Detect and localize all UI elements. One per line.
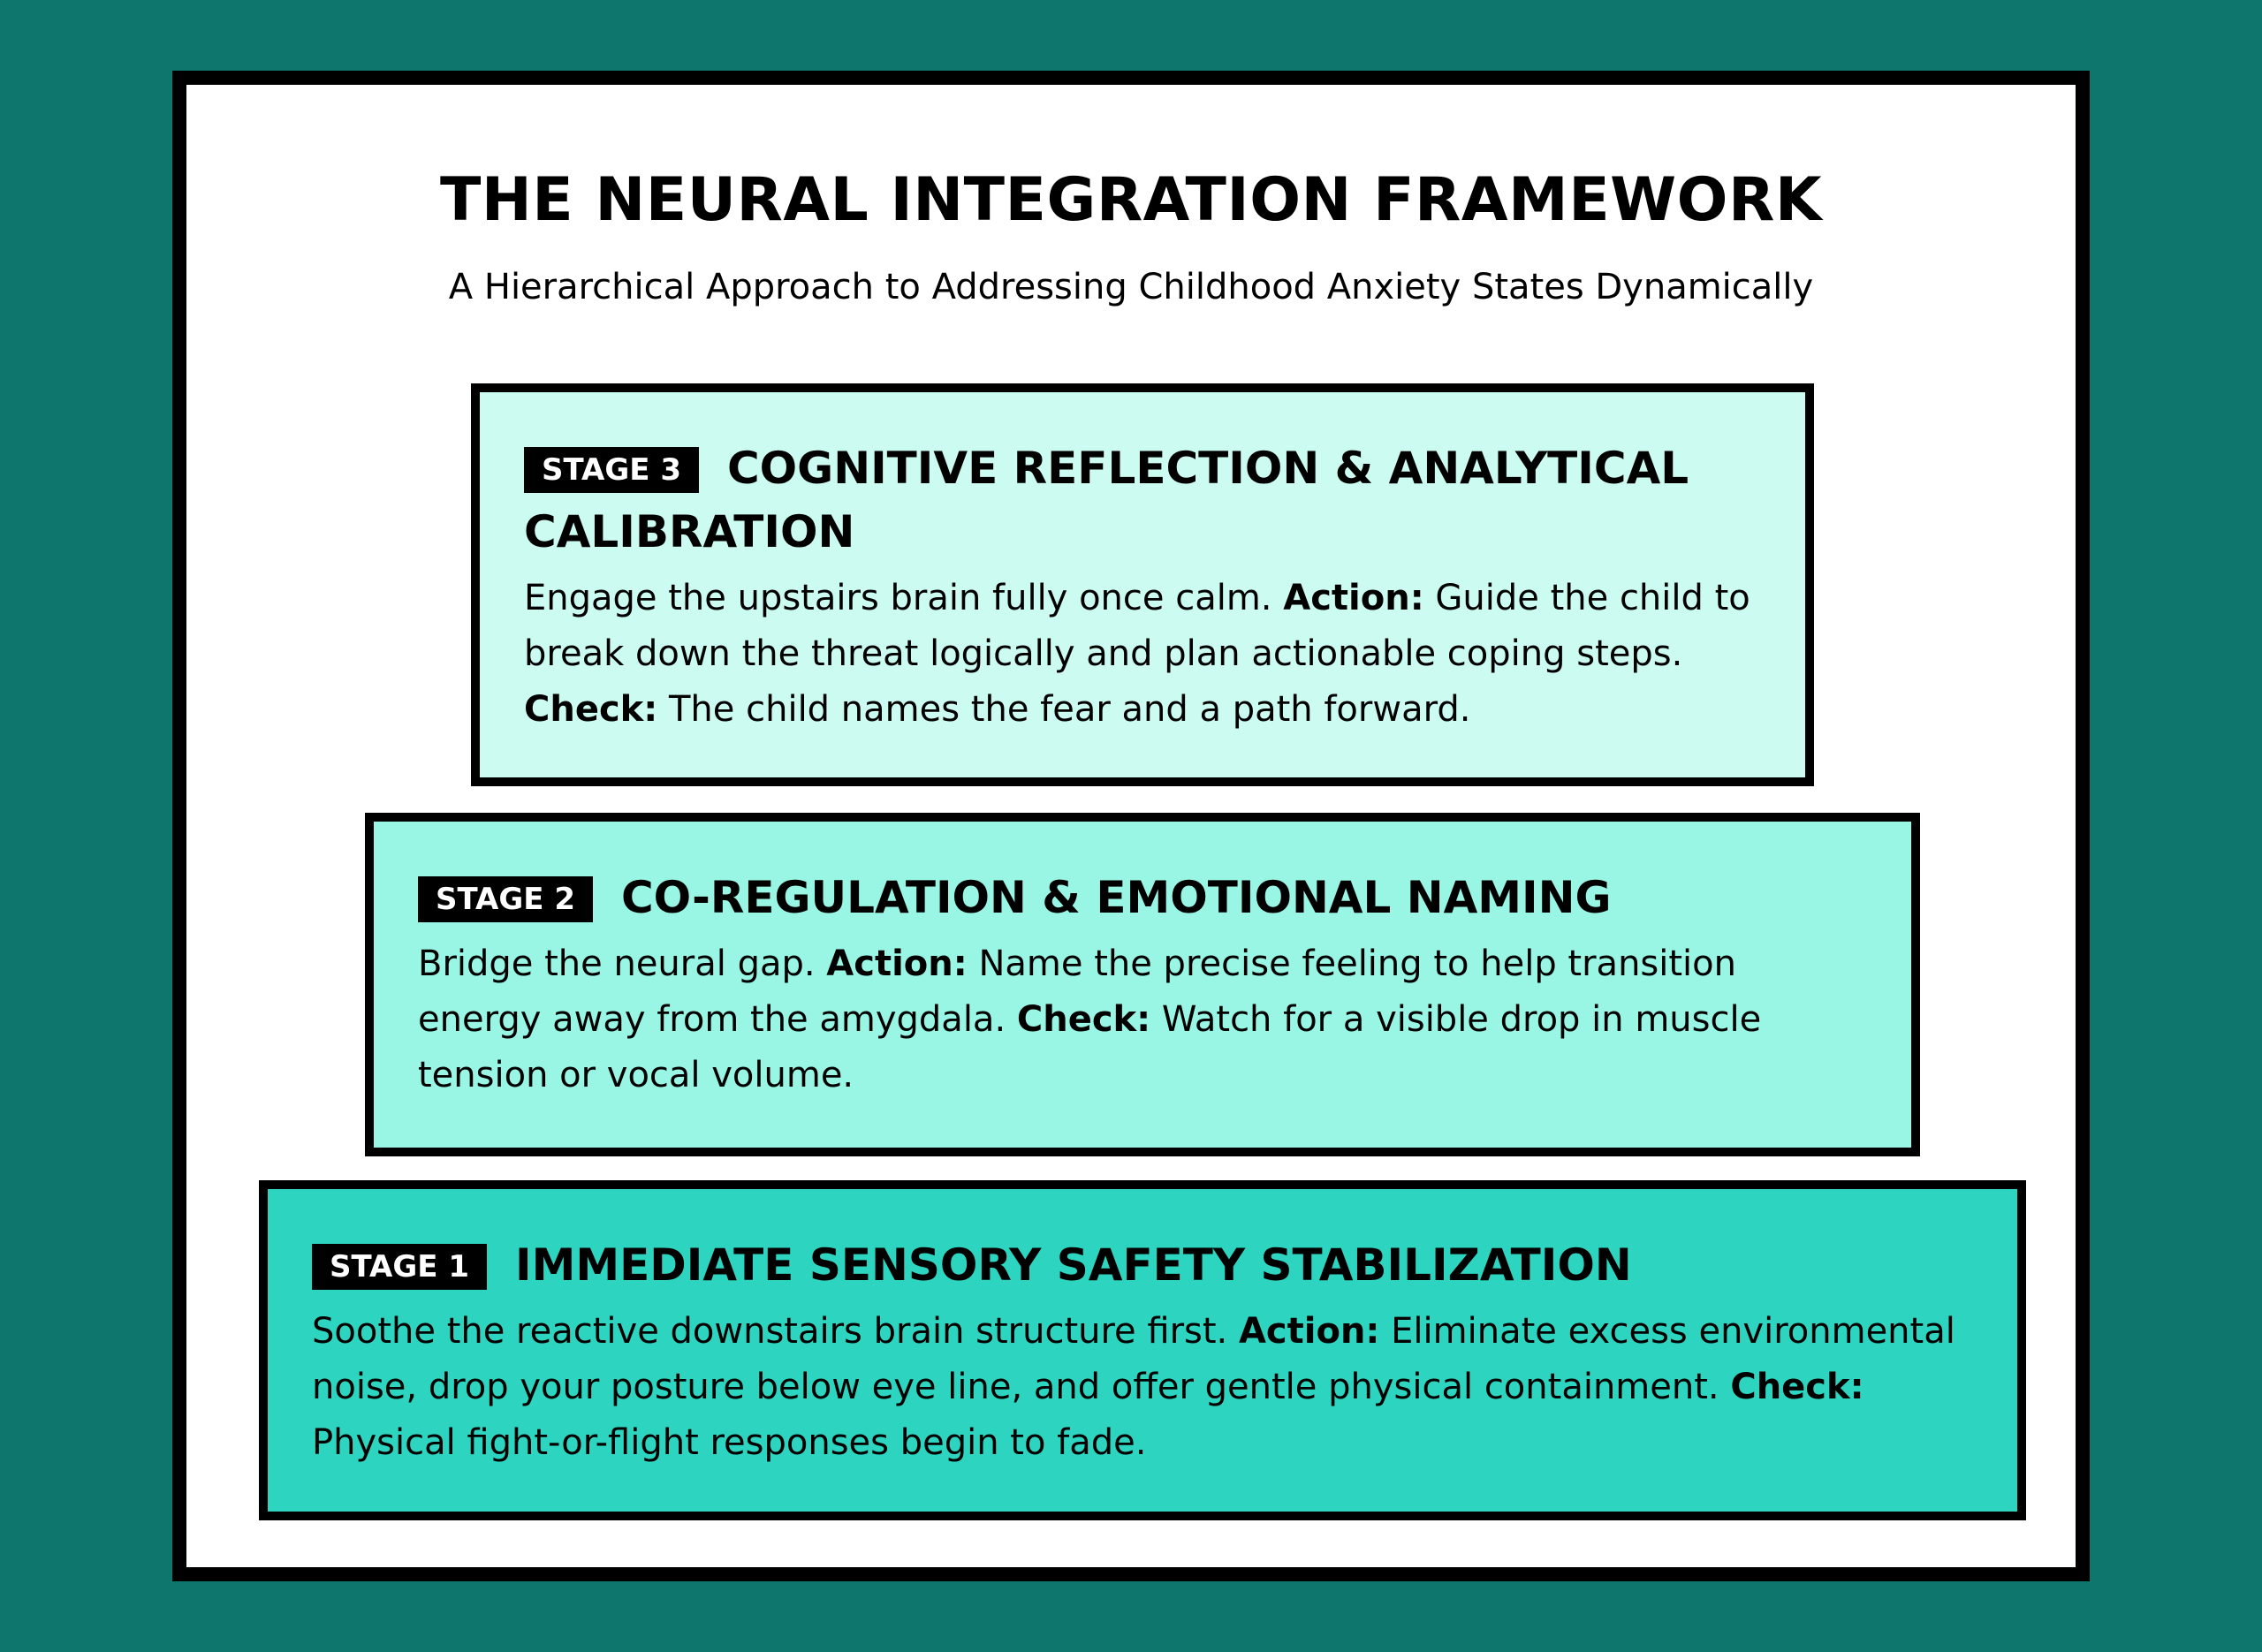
- stage-1-check-label: Check:: [1730, 1367, 1864, 1407]
- stage-3-action-label: Action:: [1283, 578, 1424, 618]
- stage-1-box: STAGE 1 IMMEDIATE SENSORY SAFETY STABILIZ…: [259, 1180, 2026, 1520]
- stage-2-header: STAGE 2 CO-REGULATION & EMOTIONAL NAMING: [418, 866, 1867, 929]
- stage-3-action-text: Guide the child to break down the threat…: [524, 578, 1750, 674]
- stage-3-intro: Engage the upstairs brain fully once cal…: [524, 578, 1272, 618]
- stage-2-badge: STAGE 2: [418, 876, 593, 922]
- stage-1-intro: Soothe the reactive downstairs brain str…: [312, 1311, 1228, 1352]
- stage-2-heading: CO-REGULATION & EMOTIONAL NAMING: [620, 872, 1612, 923]
- stage-2-description: Bridge the neural gap. Action: Name the …: [418, 936, 1867, 1103]
- stage-1-header: STAGE 1 IMMEDIATE SENSORY SAFETY STABILIZ…: [312, 1233, 1973, 1297]
- stage-2-check-text: Watch for a visible drop in muscle tensi…: [418, 999, 1762, 1095]
- stage-3-badge: STAGE 3: [524, 447, 699, 493]
- stage-2-intro: Bridge the neural gap.: [418, 943, 816, 984]
- stage-3-check-label: Check:: [524, 689, 658, 730]
- stage-3-heading: COGNITIVE REFLECTION & ANALYTICAL CALIBR…: [524, 443, 1689, 557]
- stage-1-description: Soothe the reactive downstairs brain str…: [312, 1304, 1973, 1471]
- stage-1-badge: STAGE 1: [312, 1244, 487, 1290]
- stage-1-action-label: Action:: [1238, 1311, 1380, 1352]
- stage-3-description: Engage the upstairs brain fully once cal…: [524, 571, 1761, 738]
- page-title: THE NEURAL INTEGRATION FRAMEWORK: [439, 165, 1823, 235]
- stage-2-check-label: Check:: [1016, 999, 1151, 1040]
- page-subtitle: A Hierarchical Approach to Addressing Ch…: [448, 267, 1814, 307]
- stage-2-action-text: Name the precise feeling to help transit…: [418, 943, 1736, 1040]
- stage-1-check-text: Physical fight-or-flight responses begin…: [312, 1422, 1147, 1463]
- framework-frame: THE NEURAL INTEGRATION FRAMEWORK A Hiera…: [172, 71, 2090, 1581]
- stage-1-heading: IMMEDIATE SENSORY SAFETY STABILIZATION: [514, 1239, 1632, 1291]
- stage-3-check-text: The child names the fear and a path forw…: [669, 689, 1471, 730]
- stage-2-action-label: Action:: [826, 943, 968, 984]
- stage-1-action-text: Eliminate excess environmental noise, dr…: [312, 1311, 1955, 1407]
